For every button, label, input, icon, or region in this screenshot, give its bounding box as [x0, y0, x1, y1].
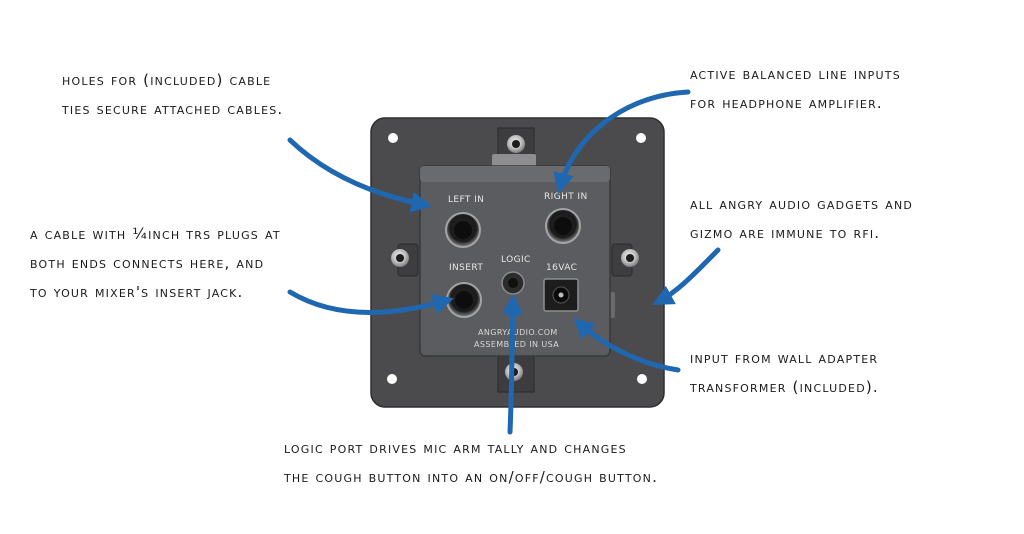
annotation-line: TIES SECURE ATTACHED CABLES.: [62, 100, 284, 118]
arrow-insert-cable: [287, 289, 455, 315]
logic-port-hole: [508, 278, 518, 288]
annotation-line: LOGIC PORT DRIVES MIC ARM TALLY AND CHAN…: [284, 439, 627, 457]
annotation-insert-cable: A CABLE WITH ¼INCH TRS PLUGS AT BOTH END…: [30, 220, 281, 307]
annotation-line-inputs: ACTIVE BALANCED LINE INPUTS FOR HEADPHON…: [690, 60, 901, 118]
annotation-rfi: ALL ANGRY AUDIO GADGETS AND GIZMO ARE IM…: [690, 190, 913, 248]
annotation-line: ALL ANGRY AUDIO GADGETS AND: [690, 195, 914, 213]
annotation-line: TRANSFORMER (INCLUDED).: [690, 378, 879, 396]
right-in-jack-hole: [554, 217, 572, 235]
annotation-line: BOTH ENDS CONNECTS HERE, AND: [30, 254, 265, 272]
left-in-label: LEFT IN: [448, 195, 484, 205]
screw-hole: [512, 140, 520, 148]
arrow-rfi: [652, 247, 721, 306]
right-in-label: RIGHT IN: [544, 192, 588, 202]
arrow-line-inputs: [553, 89, 691, 195]
maker-url-label: ANGRYAUDIO.COM: [478, 328, 558, 337]
plate-hole: [387, 374, 397, 384]
module-top-edge: [420, 166, 610, 182]
annotation-line: GIZMO ARE IMMUNE TO RFI.: [690, 224, 881, 242]
annotation-line: INPUT FROM WALL ADAPTER: [690, 349, 879, 367]
annotation-wall-adapter: INPUT FROM WALL ADAPTER TRANSFORMER (INC…: [690, 344, 879, 402]
plate-hole: [388, 133, 398, 143]
annotation-line: A CABLE WITH ¼INCH TRS PLUGS AT: [30, 225, 281, 243]
power-jack-pin: [558, 292, 564, 298]
annotation-logic-port: LOGIC PORT DRIVES MIC ARM TALLY AND CHAN…: [284, 434, 658, 492]
plate-hole: [637, 374, 647, 384]
insert-jack-hole: [455, 291, 473, 309]
annotation-line: HOLES FOR (INCLUDED) CABLE: [62, 71, 272, 89]
annotation-cable-ties: HOLES FOR (INCLUDED) CABLE TIES SECURE A…: [62, 66, 283, 124]
annotation-line: ACTIVE BALANCED LINE INPUTS: [690, 65, 901, 83]
assembled-label: ASSEMBLED IN USA: [474, 340, 559, 349]
power-label: 16VAC: [546, 263, 577, 273]
arrow-logic-port: [502, 293, 524, 435]
screw-hole: [396, 254, 404, 262]
annotation-line: FOR HEADPHONE AMPLIFIER.: [690, 94, 883, 112]
insert-label: INSERT: [449, 263, 483, 273]
arrow-cable-ties: [287, 137, 433, 213]
logic-label: LOGIC: [501, 255, 531, 265]
annotation-line: THE COUGH BUTTON INTO AN ON/OFF/COUGH BU…: [284, 468, 659, 486]
annotation-line: TO YOUR MIXER'S INSERT JACK.: [30, 283, 244, 301]
bracket-clamp: [492, 154, 536, 168]
arrow-wall-adapter: [573, 317, 681, 373]
plate-hole: [636, 133, 646, 143]
left-in-jack-hole: [454, 221, 472, 239]
screw-hole: [626, 254, 634, 262]
